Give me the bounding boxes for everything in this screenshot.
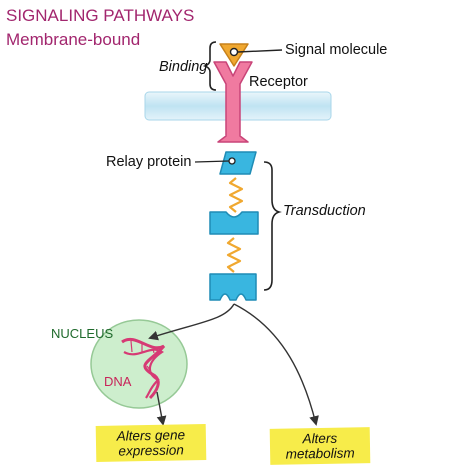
nucleus xyxy=(90,319,188,409)
dna-label: DNA xyxy=(104,374,132,389)
outcome-metabolism-note: Alters metabolism xyxy=(269,427,371,465)
signal-molecule-label: Signal molecule xyxy=(285,42,388,58)
transduction-label: Transduction xyxy=(283,203,366,219)
outcome-metabolism-line1: Alters xyxy=(302,430,338,447)
relay-protein-pointer xyxy=(194,160,230,163)
signal-molecule-pointer-dot xyxy=(229,47,239,57)
binding-brace xyxy=(202,41,217,91)
page-subtitle: Membrane-bound xyxy=(6,30,141,49)
dna-strand-a xyxy=(121,338,166,400)
arrow-to-nucleus xyxy=(148,303,235,341)
nucleus-label: NUCLEUS xyxy=(51,326,114,341)
receptor xyxy=(213,61,253,143)
arrow-to-gene-expression xyxy=(156,391,167,426)
spring-1 xyxy=(228,177,244,213)
signal-molecule-pointer xyxy=(237,49,283,53)
arrow-to-metabolism xyxy=(233,303,319,426)
outcome-gene-expression-line2: expression xyxy=(118,442,184,459)
receptor-label: Receptor xyxy=(249,74,308,90)
relay-protein-label: Relay protein xyxy=(106,154,192,170)
outcome-metabolism-line2: metabolism xyxy=(285,445,355,462)
relay-protein-3 xyxy=(209,273,257,301)
relay-protein-2 xyxy=(209,211,259,235)
transduction-brace xyxy=(263,161,282,291)
outcome-gene-expression-line1: Alters gene xyxy=(116,427,186,444)
binding-label: Binding xyxy=(159,59,208,75)
relay-protein-pointer-dot xyxy=(228,157,236,165)
outcome-gene-expression-note: Alters gene expression xyxy=(95,424,207,462)
spring-2 xyxy=(226,237,242,273)
relay-protein-1 xyxy=(219,151,257,175)
dna-rungs xyxy=(130,340,158,381)
page-title: SIGNALING PATHWAYS xyxy=(6,6,195,25)
dna-strand-b xyxy=(123,348,164,399)
